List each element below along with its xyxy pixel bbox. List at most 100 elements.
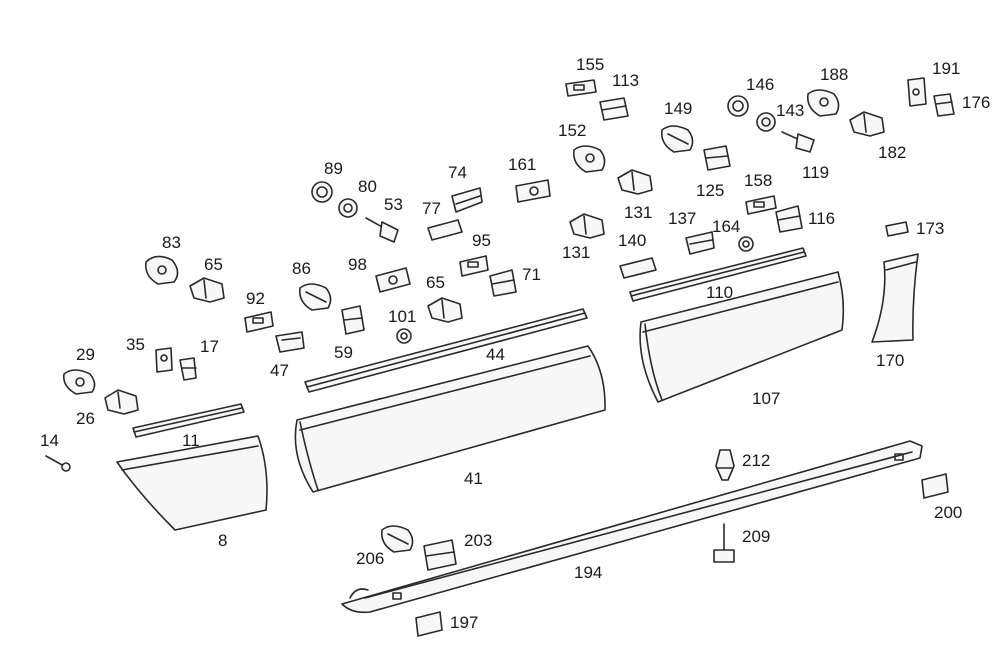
label-101: 101: [388, 307, 416, 326]
label-53: 53: [384, 195, 403, 214]
part-164-washer: [738, 236, 754, 252]
label-170: 170: [876, 351, 904, 370]
part-59-clip: [341, 305, 365, 335]
label-158: 158: [744, 171, 772, 190]
part-80-grommet: [338, 198, 358, 218]
label-26: 26: [76, 409, 95, 428]
label-164: 164: [712, 217, 740, 236]
part-35-clip: [155, 347, 173, 373]
part-74-clip: [451, 187, 483, 213]
part-155-clip: [565, 79, 597, 97]
label-197: 197: [450, 613, 478, 632]
part-140-clip: [619, 257, 657, 279]
part-65-clip-middle: [427, 297, 463, 323]
part-200-clip: [921, 473, 949, 499]
part-176-clip: [933, 93, 955, 117]
label-35: 35: [126, 335, 145, 354]
part-206-clip: [380, 525, 414, 553]
part-29-clip: [62, 369, 96, 395]
part-137-clip: [685, 231, 715, 255]
label-98: 98: [348, 255, 367, 274]
part-209-screw: [713, 523, 735, 563]
part-146-grommet: [727, 95, 749, 117]
label-8: 8: [218, 531, 227, 550]
label-131: 131: [624, 203, 652, 222]
label-65: 65: [204, 255, 223, 274]
part-158-clip: [745, 195, 777, 215]
part-65-clip-left: [189, 277, 225, 303]
part-110-strip: [629, 247, 807, 302]
label-137: 137: [668, 209, 696, 228]
label-173: 173: [916, 219, 944, 238]
label-140: 140: [618, 231, 646, 250]
part-194-sill-trim: [341, 440, 923, 614]
part-119-bolt: [781, 131, 815, 153]
label-92: 92: [246, 289, 265, 308]
label-119: 119: [802, 163, 829, 182]
label-59: 59: [334, 343, 353, 362]
part-95-clip: [459, 255, 489, 277]
label-74: 74: [448, 163, 467, 182]
part-11-strip: [132, 403, 245, 438]
part-8-rear-panel: [116, 435, 268, 531]
label-188: 188: [820, 65, 848, 84]
part-212-clip: [715, 449, 735, 481]
part-41-door-panel: [294, 345, 606, 493]
label-86: 86: [292, 259, 311, 278]
part-161-clip: [515, 179, 551, 203]
label-89: 89: [324, 159, 343, 178]
part-188-clip: [806, 89, 840, 117]
part-125-clip: [703, 145, 731, 171]
part-116-clip: [775, 205, 803, 233]
label-146: 146: [746, 75, 774, 94]
part-71-clip: [489, 269, 517, 297]
part-107-front-door-panel: [639, 271, 845, 403]
label-149: 149: [664, 99, 692, 118]
part-143-grommet: [756, 112, 776, 132]
label-17: 17: [200, 337, 219, 356]
part-149-clip: [660, 125, 694, 153]
part-191-clip: [907, 77, 927, 107]
part-77-clip: [427, 219, 463, 241]
label-71: 71: [522, 265, 541, 284]
label-80: 80: [358, 177, 377, 196]
label-113: 113: [612, 71, 639, 90]
part-47-clip: [275, 331, 305, 353]
part-131-clip-lower: [569, 213, 605, 239]
label-65b: 65: [426, 273, 445, 292]
label-41: 41: [464, 469, 483, 488]
label-176: 176: [962, 93, 990, 112]
part-173-clip: [885, 221, 909, 237]
label-161: 161: [508, 155, 536, 174]
label-206: 206: [356, 549, 384, 568]
label-191: 191: [932, 59, 960, 78]
part-92-clip: [244, 311, 274, 333]
label-131b: 131: [562, 243, 590, 262]
part-203-clip: [423, 539, 457, 571]
label-14: 14: [40, 431, 59, 450]
part-26-clip: [104, 389, 139, 415]
label-11: 11: [182, 431, 200, 450]
part-17-clip: [179, 357, 197, 381]
label-212: 212: [742, 451, 770, 470]
label-29: 29: [76, 345, 95, 364]
label-107: 107: [752, 389, 780, 408]
label-110: 110: [706, 283, 733, 302]
label-47: 47: [270, 361, 289, 380]
label-200: 200: [934, 503, 962, 522]
label-203: 203: [464, 531, 492, 550]
label-152: 152: [558, 121, 586, 140]
label-194: 194: [574, 563, 602, 582]
part-152-clip: [572, 145, 606, 173]
label-77: 77: [422, 199, 441, 218]
part-53-bolt: [365, 217, 399, 243]
part-113-clip: [599, 97, 629, 121]
label-182: 182: [878, 143, 906, 162]
part-98-clip: [375, 267, 411, 293]
label-95: 95: [472, 231, 491, 250]
label-155: 155: [576, 55, 604, 74]
label-116: 116: [808, 209, 835, 228]
label-209: 209: [742, 527, 770, 546]
